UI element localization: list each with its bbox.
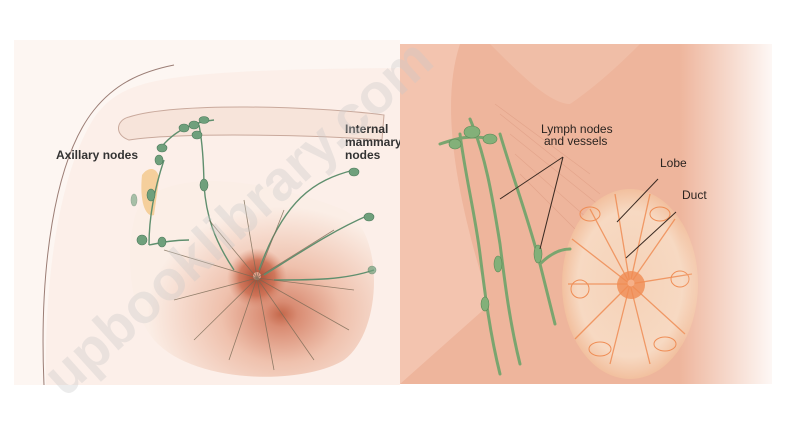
label-axillary-nodes: Axillary nodes <box>56 148 139 162</box>
label-internal-mammary-line2: mammary <box>345 135 400 149</box>
breast-anatomy-illustration <box>400 44 772 384</box>
label-lymph-nodes-line2: and vessels <box>544 134 608 148</box>
label-duct: Duct <box>682 188 707 202</box>
label-internal-mammary-line3: nodes <box>345 148 381 162</box>
label-lobe: Lobe <box>660 156 687 170</box>
left-illustration-panel: Axillary nodes Internal mammary nodes <box>14 40 400 385</box>
label-lymph-nodes-line1: Lymph nodes <box>541 122 613 136</box>
breast-lymph-drainage-illustration <box>14 40 400 385</box>
label-internal-mammary-line1: Internal <box>345 122 389 136</box>
right-illustration-panel: Lymph nodes and vessels Lobe Duct <box>400 44 772 384</box>
